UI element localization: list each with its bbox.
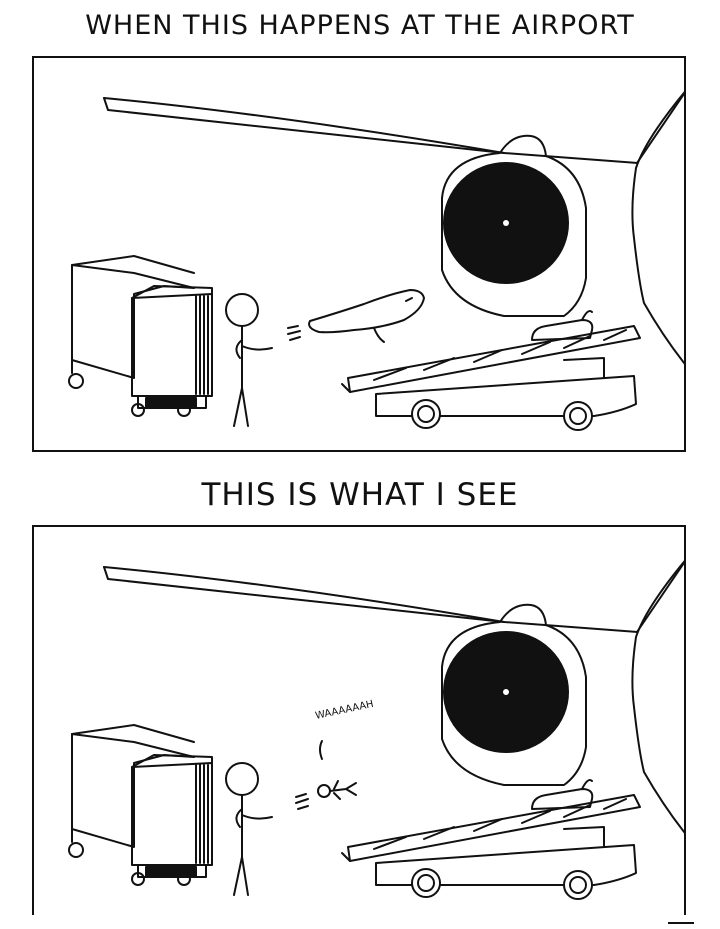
belt-loader-conveyor <box>347 325 641 393</box>
belt-loader-vehicle <box>375 375 637 417</box>
baggage-cart-back <box>71 733 195 848</box>
engine-nacelle <box>441 134 587 317</box>
scream-text: WAAAAAAH <box>314 699 374 722</box>
motion-lines <box>295 793 309 810</box>
stick-figure-head <box>225 762 259 796</box>
panel-bottom: WAAAAAAH <box>32 525 686 915</box>
airport-scene-luggage <box>68 91 684 431</box>
flying-person <box>329 780 357 800</box>
middle-caption: THIS IS WHAT I SEE <box>201 477 519 513</box>
flying-bag <box>308 289 425 334</box>
airport-scene-person: WAAAAAAH <box>68 560 684 900</box>
baggage-cart-front <box>131 762 213 866</box>
motion-lines <box>287 325 301 341</box>
scream-line <box>319 740 323 760</box>
stick-figure <box>233 794 273 896</box>
airplane-wing <box>103 561 684 633</box>
suitcase-on-belt <box>531 319 594 341</box>
belt-loader-conveyor <box>347 794 641 862</box>
airplane-wing <box>103 92 684 164</box>
bottom-edge-mark <box>668 922 694 924</box>
engine-spinner <box>503 220 509 226</box>
airplane-fuselage <box>631 91 684 365</box>
stick-figure-head <box>225 293 259 327</box>
engine-spinner <box>503 689 509 695</box>
engine-nacelle <box>441 603 587 786</box>
stick-figure <box>233 325 273 427</box>
panel-top <box>32 56 686 452</box>
belt-loader-vehicle <box>375 844 637 886</box>
suitcase-on-belt <box>531 788 594 810</box>
baggage-cart-front <box>131 293 213 397</box>
flying-person-head <box>317 784 331 798</box>
airplane-fuselage <box>631 560 684 834</box>
baggage-cart-back <box>71 264 195 379</box>
top-caption: WHEN THIS HAPPENS AT THE AIRPORT <box>85 10 635 41</box>
